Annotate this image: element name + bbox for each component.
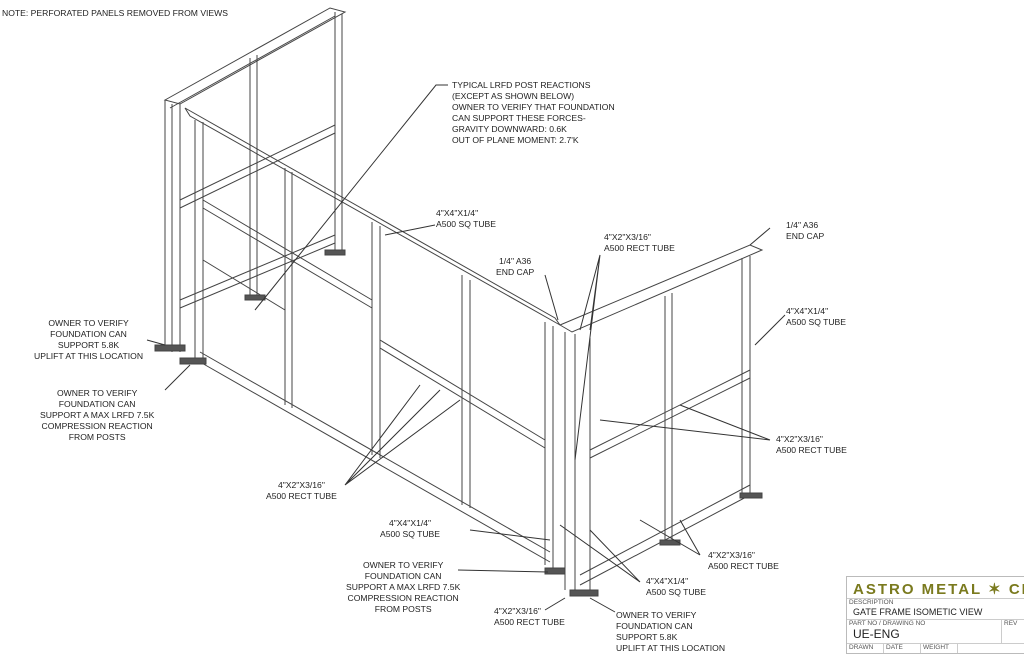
part-number: UE-ENG bbox=[853, 627, 900, 641]
left-wall-frame bbox=[163, 7, 347, 352]
base-plates bbox=[154, 249, 763, 597]
callout-sq-tube-bottom-mid: 4"X4"X1/4" A500 SQ TUBE bbox=[380, 518, 441, 539]
callout-typical-reactions: TYPICAL LRFD POST REACTIONS (EXCEPT AS S… bbox=[452, 80, 615, 145]
callout-compression-bottom: OWNER TO VERIFY FOUNDATION CAN SUPPORT A… bbox=[346, 560, 461, 614]
callout-rect-tube-center: 4"X2"X3/16" A500 RECT TUBE bbox=[266, 480, 337, 501]
middle-wall-frame bbox=[184, 107, 561, 568]
part-label: PART NO / DRAWING NO bbox=[849, 620, 926, 627]
callout-end-cap-mid: 1/4" A36 END CAP bbox=[496, 256, 535, 277]
callout-sq-tube-bottom-right: 4"X4"X1/4" A500 SQ TUBE bbox=[646, 576, 707, 597]
callout-sq-tube-right: 4"X4"X1/4" A500 SQ TUBE bbox=[786, 306, 847, 327]
header-note: NOTE: PERFORATED PANELS REMOVED FROM VIE… bbox=[2, 8, 229, 18]
company-logo: ASTRO METAL ✶ CRAFT bbox=[847, 577, 1024, 599]
right-wall-frame bbox=[558, 244, 764, 592]
callout-uplift-left: OWNER TO VERIFY FOUNDATION CAN SUPPORT 5… bbox=[34, 318, 144, 361]
leader-lines bbox=[146, 84, 786, 613]
callout-rect-tube-top: 4"X2"X3/16" A500 RECT TUBE bbox=[604, 232, 675, 253]
callout-sq-tube-top: 4"X4"X1/4" A500 SQ TUBE bbox=[436, 208, 497, 229]
weight-label: WEIGHT bbox=[921, 644, 958, 653]
date-label: DATE bbox=[884, 644, 921, 653]
rev-label: REV bbox=[1004, 620, 1018, 627]
callout-rect-tube-right-mid: 4"X2"X3/16" A500 RECT TUBE bbox=[776, 434, 847, 455]
callout-rect-tube-right-low: 4"X2"X3/16" A500 RECT TUBE bbox=[708, 550, 779, 571]
title-block: ASTRO METAL ✶ CRAFT DESCRIPTION GATE FRA… bbox=[846, 576, 1024, 654]
callout-rect-tube-bottom: 4"X2"X3/16" A500 RECT TUBE bbox=[494, 606, 565, 627]
callout-compression-left: OWNER TO VERIFY FOUNDATION CAN SUPPORT A… bbox=[40, 388, 155, 442]
description-label: DESCRIPTION bbox=[849, 599, 894, 606]
callout-end-cap-right: 1/4" A36 END CAP bbox=[786, 220, 825, 241]
callout-uplift-bottom: OWNER TO VERIFY FOUNDATION CAN SUPPORT 5… bbox=[616, 610, 726, 653]
drawing-description: GATE FRAME ISOMETIC VIEW bbox=[853, 607, 983, 617]
drawn-label: DRAWN bbox=[847, 644, 884, 653]
